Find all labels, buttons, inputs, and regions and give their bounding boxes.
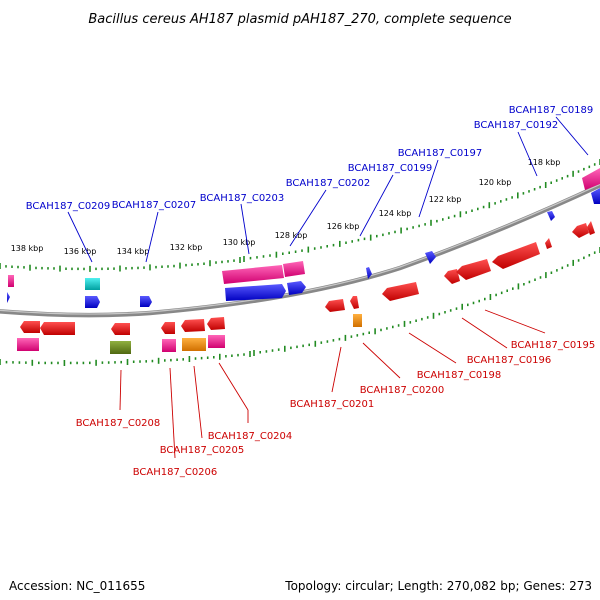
genome-backbone [0, 182, 600, 318]
pseudo-feature[interactable] [182, 338, 206, 351]
accession-text: Accession: NC_011655 [9, 579, 146, 593]
misc-feature[interactable] [85, 278, 100, 290]
gene-arrow-reverse[interactable] [587, 221, 595, 235]
rna-feature[interactable] [582, 168, 600, 190]
gene-label[interactable]: BCAH187_C0196 [467, 355, 552, 366]
gene-arrow-reverse[interactable] [20, 321, 40, 333]
rna-feature[interactable] [8, 275, 14, 287]
gene-label[interactable]: BCAH187_C0199 [348, 163, 433, 174]
gene-label[interactable]: BCAH187_C0203 [200, 193, 285, 204]
gene-arrow-reverse[interactable] [382, 282, 419, 301]
rna-feature[interactable] [162, 339, 176, 352]
gene-arrow-forward[interactable] [366, 267, 372, 279]
gene-label[interactable]: BCAH187_C0207 [112, 200, 197, 211]
kbp-label: 138 kbp [11, 244, 44, 253]
gene-label[interactable]: BCAH187_C0201 [290, 399, 375, 410]
gene-label[interactable]: BCAH187_C0208 [76, 418, 161, 429]
kbp-label: 128 kbp [275, 231, 308, 240]
gene-arrow-forward[interactable] [287, 281, 306, 295]
gene-arrow-reverse[interactable] [350, 296, 359, 309]
kbp-label: 126 kbp [327, 222, 360, 231]
gene-arrow-reverse[interactable] [444, 269, 460, 284]
rna-feature[interactable] [208, 335, 225, 348]
kbp-label: 120 kbp [479, 178, 512, 187]
kbp-label: 130 kbp [223, 238, 256, 247]
gene-arrow-reverse[interactable] [456, 259, 491, 280]
pseudo-feature[interactable] [353, 314, 362, 327]
gene-arrow-reverse[interactable] [207, 317, 225, 330]
map-title: Bacillus cereus AH187 plasmid pAH187_270… [88, 12, 511, 27]
kbp-label: 118 kbp [528, 158, 561, 167]
gene-label[interactable]: BCAH187_C0209 [26, 201, 111, 212]
rna-feature[interactable] [17, 338, 39, 351]
rna-feature[interactable] [283, 261, 305, 277]
gene-arrow-reverse[interactable] [325, 299, 345, 312]
gene-arrow-forward[interactable] [425, 251, 436, 264]
gene-arrow-forward[interactable] [547, 211, 555, 221]
rna-features [8, 168, 600, 352]
gene-arrow-reverse[interactable] [40, 322, 75, 335]
kbp-label: 124 kbp [379, 209, 412, 218]
rna-feature[interactable] [222, 265, 284, 284]
bottom-leader-lines [119, 309, 546, 459]
gene-label[interactable]: BCAH187_C0200 [360, 385, 445, 396]
lower-tick-ring [0, 247, 600, 366]
gene-label[interactable]: BCAH187_C0189 [509, 105, 594, 116]
kbp-label: 136 kbp [64, 247, 97, 256]
top-gene-labels: BCAH187_C0209 BCAH187_C0207 BCAH187_C020… [26, 105, 594, 212]
kbp-label: 122 kbp [429, 195, 462, 204]
reverse-strand-features [20, 221, 595, 335]
forward-strand-features [7, 188, 600, 308]
top-leader-lines [67, 116, 589, 263]
kbp-label: 134 kbp [117, 247, 150, 256]
gene-arrow-reverse[interactable] [181, 319, 205, 332]
gene-arrow-reverse[interactable] [545, 238, 552, 249]
gene-arrow-forward[interactable] [591, 188, 600, 204]
gene-label[interactable]: BCAH187_C0205 [160, 445, 245, 456]
gene-arrow-reverse[interactable] [161, 322, 175, 334]
gene-label[interactable]: BCAH187_C0198 [417, 370, 502, 381]
gene-label[interactable]: BCAH187_C0195 [511, 340, 596, 351]
kbp-labels: 138 kbp 136 kbp 134 kbp 132 kbp 130 kbp … [11, 158, 561, 256]
gene-label[interactable]: BCAH187_C0206 [133, 467, 218, 478]
kbp-label: 132 kbp [170, 243, 203, 252]
other-features [110, 314, 362, 354]
gene-arrow-forward[interactable] [140, 296, 152, 307]
gene-label[interactable]: BCAH187_C0192 [474, 120, 559, 131]
bottom-gene-labels: BCAH187_C0208 BCAH187_C0206 BCAH187_C020… [76, 340, 596, 478]
upper-tick-ring [0, 159, 600, 272]
topology-summary: Topology: circular; Length: 270,082 bp; … [285, 579, 592, 593]
gene-label[interactable]: BCAH187_C0202 [286, 178, 371, 189]
gene-arrow-reverse[interactable] [492, 242, 540, 269]
pseudo-feature[interactable] [110, 341, 131, 354]
gene-arrow-forward[interactable] [7, 292, 10, 303]
gene-arrow-reverse[interactable] [572, 223, 589, 238]
gene-label[interactable]: BCAH187_C0197 [398, 148, 483, 159]
gene-arrow-reverse[interactable] [111, 323, 130, 335]
gene-arrow-forward[interactable] [225, 284, 286, 301]
gene-arrow-forward[interactable] [85, 296, 100, 308]
gene-label[interactable]: BCAH187_C0204 [208, 431, 293, 442]
